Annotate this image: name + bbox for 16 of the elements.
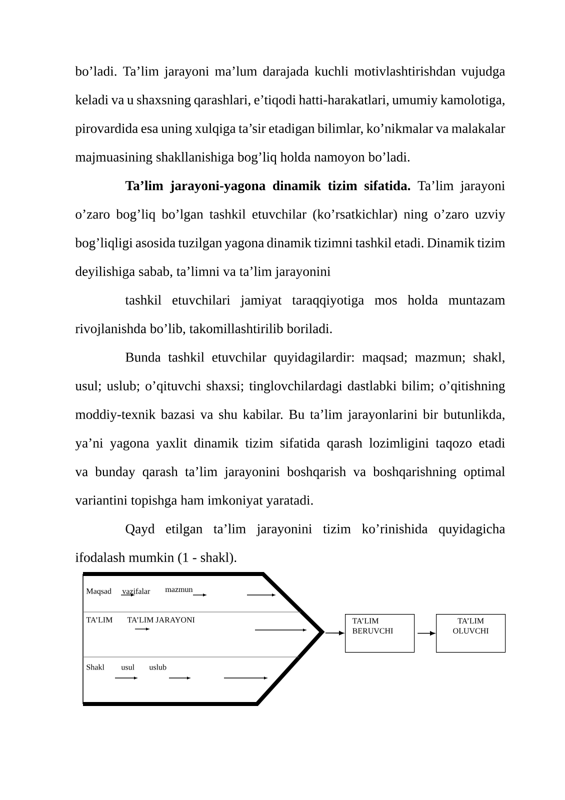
band-label: Shakl: [86, 664, 104, 670]
arrow: [325, 630, 344, 636]
band-label: TA’LIM JARAYONI: [127, 617, 195, 623]
paragraph: bo’ladi. Ta’lim jarayoni ma’lum darajada kuchli motivlashtirishdan vujudga keladi va u shaxsning qarashlari, e’tiqodi hatti-harakatlari, umumiy kamolotiga, pirovardida esa uning xulqiga ta’sir etadigan bilimlar, ko’nikmalar va malakalar majmuasining shakllanishiga bog’liq holda namoyon bo’ladi.: [75, 66, 506, 164]
band-label: mazmun: [165, 588, 193, 592]
band-label: vazifalar: [122, 588, 150, 594]
paragraph: Bunda tashkil etuvchilar quyidagilardir: maqsad; mazmun; shakl, usul; uslub; o’qituvchi shaxsi; tinglovchilardagi dastlabki bilim; o’qitishning moddiy-texnik bazasi va shu kabilar. Bu ta’lim jarayonlarini bir butunlikda, ya’ni yagona yaxlit dinamik tizim sifatida qarash lozimligini taqozo etadi va bunday qarash ta’lim jarayonini boshqarish va boshqarishning optimal variantini topishga ham imkoniyat yaratadi.: [75, 352, 505, 508]
arrow: [417, 631, 435, 636]
band-label: usul: [121, 664, 134, 670]
band-label: uslub: [149, 664, 166, 670]
band-label: TA’LIM: [86, 617, 112, 623]
band-label: Maqsad: [86, 588, 112, 596]
text-box: TA’LIM BERUVCHI: [345, 614, 415, 653]
text-box: TA’LIM OLUVCHI: [436, 614, 506, 653]
paragraph: tashkil etuvchilari jamiyat taraqqiyotiga mos holda muntazam rivojlanishda bo’lib, takomillashtirilib boriladi.: [75, 295, 506, 336]
paragraph: Qayd etilgan ta’lim jarayonini tizim ko’rinishida quyidagicha ifodalash mumkin (1 - shakl).: [75, 524, 506, 565]
